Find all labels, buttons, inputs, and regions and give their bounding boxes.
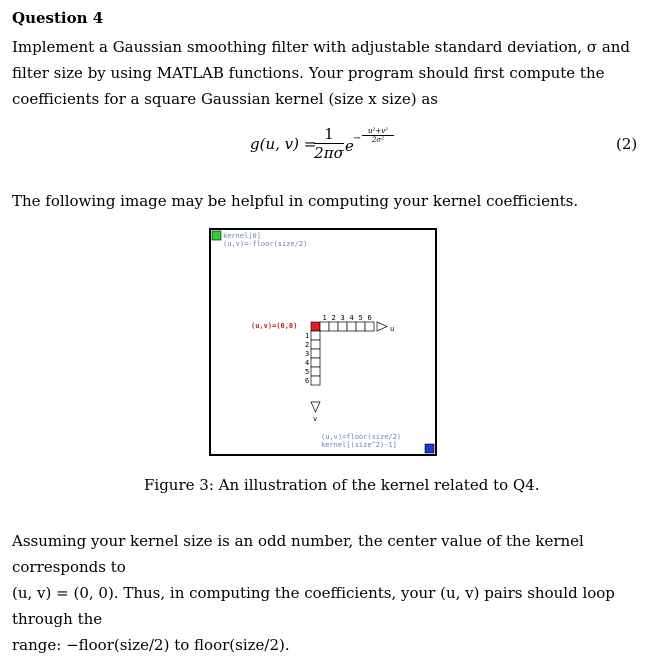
u-axis-cell	[319, 321, 330, 332]
start-cell	[211, 230, 222, 241]
v-axis-cells	[310, 330, 321, 386]
end-label-2: kernel[(size^2)-1]	[321, 441, 397, 449]
v-axis-tick: 6	[305, 377, 309, 385]
end-label-1: (u,v)=floor(size/2)	[321, 433, 401, 441]
exponent-sign: −	[353, 133, 362, 144]
u-axis-cell	[346, 321, 357, 332]
question-heading: Question 4	[12, 9, 104, 27]
v-axis-arrow	[310, 401, 321, 413]
v-axis-cell	[310, 348, 321, 359]
u-axis-tick: 4	[350, 314, 354, 322]
u-axis-arrow	[376, 321, 388, 332]
u-axis-cell	[355, 321, 366, 332]
u-axis-tick: 3	[341, 314, 345, 322]
equation-number: (2)	[616, 135, 638, 153]
u-axis-cell	[364, 321, 375, 332]
v-axis-cell	[310, 366, 321, 377]
v-axis-label: v	[313, 415, 317, 423]
equation-lhs: g(u, v) =	[250, 135, 317, 153]
u-axis-tick: 2	[332, 314, 336, 322]
u-axis-tick: 6	[368, 314, 372, 322]
equation-exp-base: e	[345, 137, 354, 155]
v-axis-cell	[310, 357, 321, 368]
intro-paragraph: Implement a Gaussian smoothing filter wi…	[12, 38, 631, 108]
equation-fraction: 1 2πσ	[314, 126, 344, 162]
u-axis-label: u	[390, 325, 394, 333]
kernel-diagram: kernel[0] (u,v)=-floor(size/2) (u,v)=(0,…	[211, 230, 435, 454]
v-axis-tick: 4	[305, 359, 309, 367]
v-axis-cell	[310, 339, 321, 350]
v-axis-tick: 5	[305, 368, 309, 376]
u-axis-cells	[319, 321, 375, 332]
conclusion-line-1: Assuming your kernel size is an odd numb…	[12, 532, 584, 576]
conclusion-line-2: (u, v) = (0, 0). Thus, in computing the …	[12, 584, 615, 628]
u-axis-cell	[337, 321, 348, 332]
v-axis-cell	[310, 330, 321, 341]
start-label-2: (u,v)=-floor(size/2)	[223, 240, 307, 248]
exponent-numerator: u²+v²	[362, 127, 394, 136]
conclusion-line-3: range: −floor(size/2) to floor(size/2).	[12, 636, 290, 654]
equation-denominator: 2πσ	[314, 144, 344, 162]
v-axis-tick: 2	[305, 341, 309, 349]
v-axis-tick: 3	[305, 350, 309, 358]
v-axis-tick: 1	[305, 332, 309, 340]
helper-paragraph: The following image may be helpful in co…	[12, 192, 579, 210]
u-axis-tick: 1	[323, 314, 327, 322]
figure-caption: Figure 3: An illustration of the kernel …	[144, 476, 540, 494]
end-cell	[424, 443, 435, 454]
origin-cell	[310, 321, 321, 332]
kernel-figure: kernel[0] (u,v)=-floor(size/2) (u,v)=(0,…	[209, 228, 437, 456]
exponent-denominator: 2σ²	[371, 136, 385, 144]
u-axis-tick: 5	[359, 314, 363, 322]
start-label-1: kernel[0]	[223, 232, 261, 240]
equation-numerator: 1	[314, 126, 344, 144]
v-axis-cell	[310, 375, 321, 386]
origin-label: (u,v)=(0,0)	[251, 322, 297, 330]
conclusion-paragraph: Assuming your kernel size is an odd numb…	[12, 528, 642, 658]
u-axis-cell	[328, 321, 339, 332]
